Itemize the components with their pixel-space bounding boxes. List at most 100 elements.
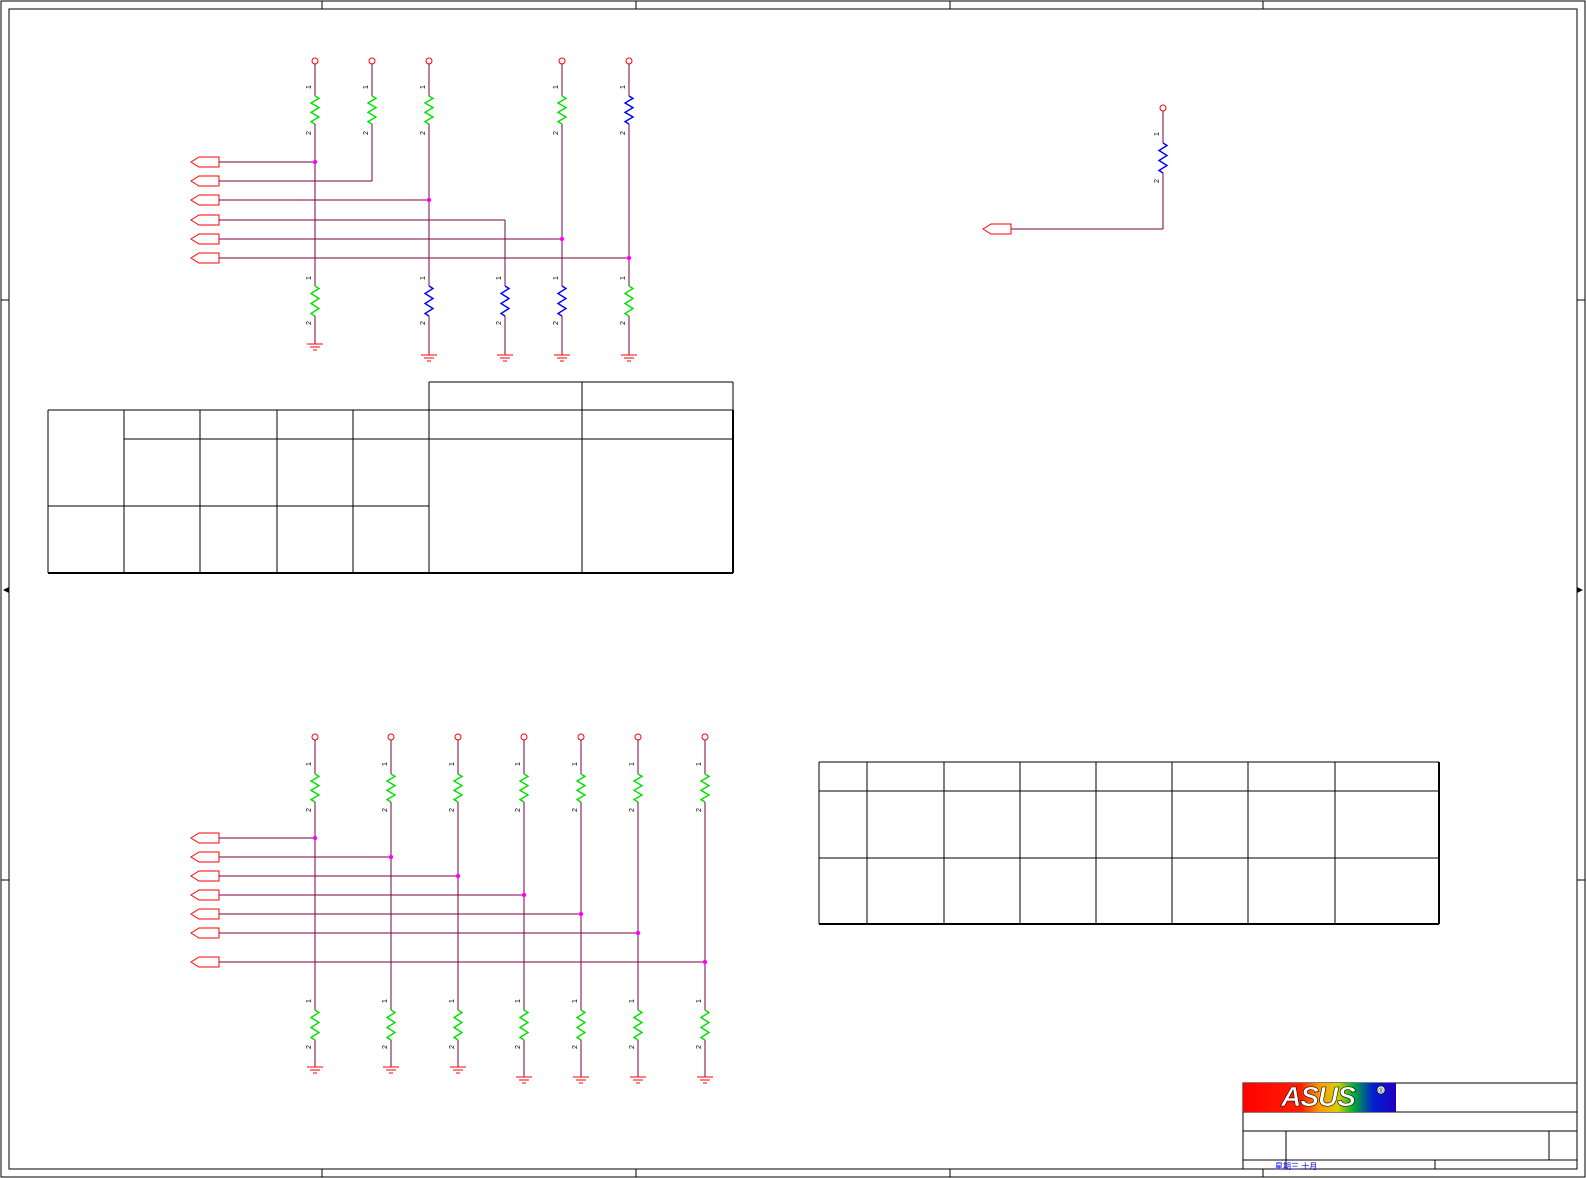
pin-number: 2 <box>382 808 389 812</box>
pin-number: 1 <box>515 999 522 1003</box>
pin-number: 2 <box>572 808 579 812</box>
pin-number: 2 <box>420 131 427 135</box>
offpage-port-icon <box>190 214 220 226</box>
circuits: 1212121212121212121212121212121212121212… <box>190 57 1169 1084</box>
offpage-port-icon <box>190 233 220 245</box>
junction-dot-icon <box>635 930 641 936</box>
strap-tables <box>47 381 1440 925</box>
junction-dot-icon <box>578 911 584 917</box>
power-rail-icon <box>1159 104 1167 112</box>
pin-number: 1 <box>306 999 313 1003</box>
offpage-port-icon <box>190 832 220 844</box>
pin-number: 1 <box>1154 132 1161 136</box>
resistor-icon <box>309 773 321 803</box>
power-rail-icon <box>634 733 642 741</box>
pin-number: 2 <box>629 1045 636 1049</box>
resistor-icon <box>575 773 587 803</box>
resistor-icon <box>632 1009 644 1041</box>
pin-number: 2 <box>420 321 427 325</box>
resistor-icon <box>556 95 568 125</box>
resistor-icon <box>452 1009 464 1041</box>
resistor-icon <box>366 95 378 125</box>
resistor-icon <box>699 1009 711 1041</box>
zone-arrow-icon <box>1577 587 1583 593</box>
pin-number: 1 <box>449 762 456 766</box>
power-rail-icon <box>425 57 433 65</box>
resistor-icon <box>452 773 464 803</box>
offpage-port-icon <box>190 156 220 168</box>
offpage-port-icon <box>190 956 220 968</box>
resistor-icon <box>575 1009 587 1041</box>
junction-dot-icon <box>388 854 394 860</box>
zone-arrow-icon <box>3 587 9 593</box>
pin-number: 1 <box>572 999 579 1003</box>
pin-number: 2 <box>449 808 456 812</box>
pin-number: 1 <box>515 762 522 766</box>
offpage-port-icon <box>190 889 220 901</box>
pin-number: 2 <box>363 131 370 135</box>
junction-dot-icon <box>559 236 565 242</box>
pin-number: 1 <box>553 85 560 89</box>
pin-number: 2 <box>306 808 313 812</box>
pin-number: 2 <box>553 321 560 325</box>
pin-number: 2 <box>620 131 627 135</box>
resistor-icon <box>309 95 321 125</box>
pin-number: 1 <box>363 85 370 89</box>
resistor-icon <box>623 285 635 317</box>
junction-dot-icon <box>455 873 461 879</box>
resistor-icon <box>518 1009 530 1041</box>
pin-number: 1 <box>449 999 456 1003</box>
junction-dot-icon <box>626 255 632 261</box>
logo-text: ASUS <box>1280 1081 1356 1112</box>
pin-number: 1 <box>382 762 389 766</box>
pin-number: 1 <box>696 762 703 766</box>
pin-number: 1 <box>382 999 389 1003</box>
pin-number: 2 <box>306 131 313 135</box>
pin-number: 2 <box>696 1045 703 1049</box>
resistor-icon <box>518 773 530 803</box>
offpage-port-icon <box>190 870 220 882</box>
pin-number: 1 <box>496 276 503 280</box>
resistor-icon <box>423 95 435 125</box>
offpage-port-icon <box>190 194 220 206</box>
power-rail-icon <box>625 57 633 65</box>
pin-number: 2 <box>496 321 503 325</box>
junction-dot-icon <box>312 835 318 841</box>
pin-number: 2 <box>1154 179 1161 183</box>
title-block-frame <box>1242 1082 1578 1170</box>
resistor-icon <box>385 773 397 803</box>
pin-number: 1 <box>420 276 427 280</box>
pin-number: 2 <box>306 1045 313 1049</box>
pin-number: 2 <box>449 1045 456 1049</box>
junction-dot-icon <box>521 892 527 898</box>
pin-number: 1 <box>629 999 636 1003</box>
power-rail-icon <box>701 733 709 741</box>
pin-number: 2 <box>629 808 636 812</box>
power-rail-icon <box>520 733 528 741</box>
power-rail-icon <box>368 57 376 65</box>
pin-number: 2 <box>515 1045 522 1049</box>
pin-number: 2 <box>553 131 560 135</box>
registered-mark: ® <box>1378 1087 1384 1095</box>
resistor-icon <box>423 285 435 317</box>
power-rail-icon <box>454 733 462 741</box>
power-rail-icon <box>311 57 319 65</box>
offpage-port-icon <box>190 927 220 939</box>
power-rail-icon <box>311 733 319 741</box>
resistor-icon <box>385 1009 397 1041</box>
pin-number: 1 <box>306 762 313 766</box>
pin-number: 2 <box>306 321 313 325</box>
title-block: ASUS ® 星期三 十月 <box>1242 1081 1578 1171</box>
power-rail-icon <box>387 733 395 741</box>
junction-dot-icon <box>426 197 432 203</box>
inner-border <box>8 8 1578 1170</box>
pin-number: 2 <box>382 1045 389 1049</box>
pin-number: 1 <box>620 85 627 89</box>
offpage-port-icon <box>190 252 220 264</box>
junction-dot-icon <box>702 959 708 965</box>
pin-number: 1 <box>572 762 579 766</box>
resistor-icon <box>309 1009 321 1041</box>
resistor-icon <box>1157 142 1169 174</box>
